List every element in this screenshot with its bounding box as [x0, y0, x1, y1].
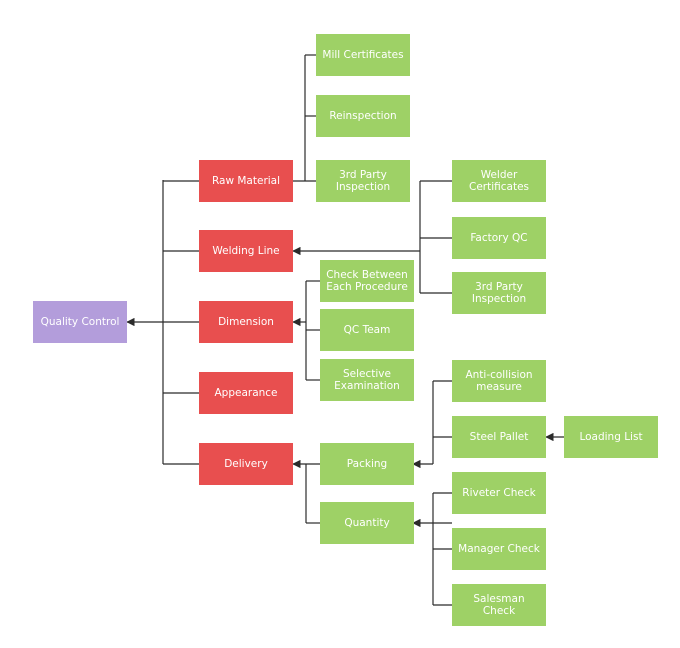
node-salesman-check: Salesman Check [452, 584, 546, 626]
node-label: Quality Control [40, 316, 120, 328]
node-label: Anti-collision measure [465, 369, 533, 393]
node-third-party-inspection-weld: 3rd Party Inspection [452, 272, 546, 314]
node-packing: Packing [320, 443, 414, 485]
node-riveter-check: Riveter Check [452, 472, 546, 514]
node-label: Appearance [214, 387, 278, 399]
node-label: Mill Certificates [322, 49, 404, 61]
node-label: Raw Material [211, 175, 281, 187]
node-welding-line: Welding Line [199, 230, 293, 272]
node-steel-pallet: Steel Pallet [452, 416, 546, 458]
node-raw-material: Raw Material [199, 160, 293, 202]
node-factory-qc: Factory QC [452, 217, 546, 259]
node-label: Quantity [344, 517, 390, 529]
node-qc-team: QC Team [320, 309, 414, 351]
node-label: 3rd Party Inspection [335, 169, 391, 193]
node-label: QC Team [343, 324, 391, 336]
node-label: Welding Line [212, 245, 280, 257]
node-check-between: Check Between Each Procedure [320, 260, 414, 302]
node-quality-control: Quality Control [33, 301, 127, 343]
node-delivery: Delivery [199, 443, 293, 485]
node-label: Salesman Check [473, 593, 525, 617]
node-label: Reinspection [329, 110, 397, 122]
node-manager-check: Manager Check [452, 528, 546, 570]
node-label: Packing [346, 458, 388, 470]
node-third-party-inspection-raw: 3rd Party Inspection [316, 160, 410, 202]
node-welder-certificates: Welder Certificates [452, 160, 546, 202]
node-selective-examination: Selective Examination [320, 359, 414, 401]
node-label: Steel Pallet [469, 431, 529, 443]
node-label: Manager Check [458, 543, 540, 555]
node-quantity: Quantity [320, 502, 414, 544]
node-label: Factory QC [470, 232, 528, 244]
node-label: 3rd Party Inspection [471, 281, 527, 305]
node-label: Loading List [579, 431, 643, 443]
node-loading-list: Loading List [564, 416, 658, 458]
node-reinspection: Reinspection [316, 95, 410, 137]
node-label: Welder Certificates [468, 169, 529, 193]
node-label: Selective Examination [334, 368, 400, 392]
node-appearance: Appearance [199, 372, 293, 414]
node-label: Riveter Check [462, 487, 536, 499]
node-label: Dimension [218, 316, 274, 328]
node-mill-certificates: Mill Certificates [316, 34, 410, 76]
node-label: Delivery [224, 458, 268, 470]
node-anti-collision: Anti-collision measure [452, 360, 546, 402]
node-label: Check Between Each Procedure [326, 269, 408, 293]
node-dimension: Dimension [199, 301, 293, 343]
